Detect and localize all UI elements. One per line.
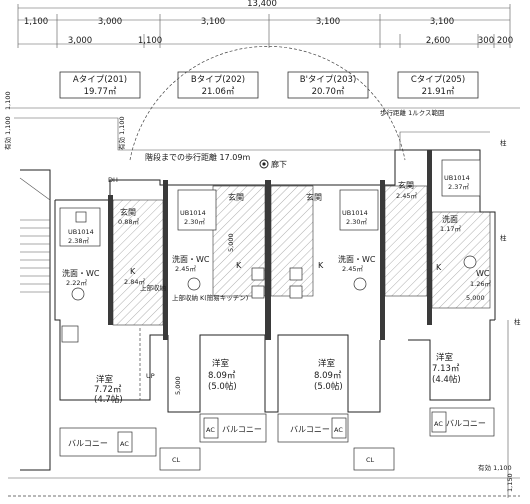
c-western-area: 7.13㎡ [432, 364, 460, 374]
pole-label-2: 柱 [500, 233, 507, 242]
type-b-area: 21.06㎡ [202, 87, 235, 97]
top-dim-1: 3,000 [98, 17, 122, 27]
c-wc: WC [476, 269, 490, 278]
top-dimensions: 13,400 1,100 3,000 3,100 3,100 3,100 3,0… [17, 0, 513, 48]
c-ub-label: UB1014 [444, 174, 470, 182]
a-western-area: 7.72㎡ [94, 385, 122, 395]
c-wash-area: 1.17㎡ [440, 224, 461, 233]
unit-type-legend: Aタイプ(201) 19.77㎡ Bタイプ(202) 21.06㎡ B'タイプ(… [59, 71, 479, 99]
b-kitchen: K [236, 261, 242, 270]
pole-label-3: 柱 [514, 317, 521, 326]
setback-inner: 有効 1,100 [117, 116, 126, 150]
walk-distance: 階段までの歩行距離 17.09m [145, 152, 250, 162]
range-label: 歩行距離 1ルクス範囲 [380, 108, 445, 117]
bp-kitchen: K [318, 261, 324, 270]
a-kitchen-area: 2.84㎡ [124, 277, 145, 286]
balconies: バルコニー AC バルコニー AC バルコニー AC バルコニー AC [59, 407, 495, 457]
type-a-area: 19.77㎡ [84, 87, 117, 97]
top-dim-3: 3,100 [316, 17, 340, 27]
unit-bprime: UB1014 2.30㎡ 玄関 洗面・WC 2.45㎡ K 洋室 8.09㎡ (… [289, 189, 379, 392]
bp-western: 洋室 [318, 358, 336, 369]
b-ub-area: 2.30㎡ [184, 217, 205, 226]
bp-entrance: 玄関 [306, 192, 322, 202]
left-dim: 1,100 [4, 91, 12, 110]
type-c-area: 21.91㎡ [422, 87, 455, 97]
ac-bp: AC [334, 426, 343, 434]
a-western-jo: (4.7帖) [94, 394, 123, 405]
c-ub-area: 2.37㎡ [448, 182, 469, 191]
balcony-c: バルコニー [446, 419, 486, 428]
second-dim-1: 1,100 [138, 36, 162, 46]
second-dim-4: 200 [497, 36, 513, 46]
b-kitchen-line: K(簡易キッチン) [200, 293, 248, 302]
pole-label-1: 柱 [500, 138, 507, 147]
c-washroom: 洗面 [442, 214, 458, 224]
cl-1: CL [172, 456, 181, 464]
bp-western-jo: (5.0帖) [314, 381, 343, 392]
b-dim: 5,000 [174, 376, 182, 395]
a-ub-area: 2.38㎡ [68, 236, 89, 245]
type-bp-name: B'タイプ(203) [300, 75, 357, 85]
c-wc-area: 1.26㎡ [470, 279, 491, 288]
total-dimension: 13,400 [247, 0, 277, 9]
b-wash-wc: 洗面・WC [172, 254, 210, 264]
type-a-name: Aタイプ(201) [73, 75, 127, 85]
second-dim-2: 2,600 [426, 36, 450, 46]
bp-ub-label: UB1014 [342, 209, 368, 217]
b-western-area: 8.09㎡ [208, 371, 236, 381]
stair [19, 169, 51, 471]
setback-left: 有効 1,100 [3, 116, 12, 150]
a-up: UP [146, 372, 155, 380]
ac-b: AC [206, 426, 215, 434]
b-loft: 上部収納 [172, 293, 198, 302]
a-western: 洋室 [96, 374, 114, 385]
cl-2: CL [366, 456, 375, 464]
c-entrance: 玄関 [398, 180, 414, 190]
b-entrance: 玄関 [228, 192, 244, 202]
balcony-b: バルコニー [222, 425, 262, 434]
top-dim-4: 3,100 [430, 17, 454, 27]
balcony-bp: バルコニー [290, 425, 330, 434]
b-dim-vert: 5,000 [227, 233, 235, 252]
a-entrance: 玄関 [120, 207, 136, 217]
right-dim: 1,150 [506, 473, 514, 492]
second-dim-0: 3,000 [68, 36, 92, 46]
corridor-label: 廊下 [271, 159, 287, 169]
b-western: 洋室 [212, 358, 230, 369]
c-dim: 5,000 [466, 294, 485, 302]
a-entrance-area: 0.88㎡ [118, 217, 139, 226]
b-western-jo: (5.0帖) [208, 381, 237, 392]
a-wash-wc: 洗面・WC [62, 268, 100, 278]
c-entrance-area: 2.45㎡ [396, 191, 417, 200]
balcony-a: バルコニー [68, 439, 108, 448]
setback-right: 有効 1,100 [478, 463, 512, 472]
unit-c: UB1014 2.37㎡ 玄関 2.45㎡ 洗面 1.17㎡ K WC 1.26… [396, 159, 491, 385]
a-kitchen: K [130, 267, 136, 276]
bp-ub-area: 2.30㎡ [346, 217, 367, 226]
unit-a: UB1014 2.38㎡ 玄関 0.88㎡ 洗面・WC 2.22㎡ K 2.84… [59, 207, 166, 405]
ac-c: AC [434, 420, 443, 428]
bp-wash-wc: 洗面・WC [338, 254, 376, 264]
c-western-jo: (4.4帖) [432, 374, 461, 385]
top-dim-0: 1,100 [24, 17, 48, 27]
a-loft: 上部収納 [140, 283, 166, 292]
a-wc-area: 2.22㎡ [66, 278, 87, 287]
ac-a: AC [120, 440, 129, 448]
c-western: 洋室 [436, 352, 454, 363]
a-ub-label: UB1014 [68, 228, 94, 236]
b-k-area: 2.45㎡ [175, 264, 196, 273]
bp-western-area: 8.09㎡ [314, 371, 342, 381]
second-dim-3: 300 [478, 36, 494, 46]
top-dim-2: 3,100 [201, 17, 225, 27]
type-c-name: Cタイプ(205) [411, 75, 465, 85]
closets: CL CL [159, 447, 395, 471]
type-bp-area: 20.70㎡ [312, 87, 345, 97]
type-b-name: Bタイプ(202) [191, 75, 245, 85]
bp-k-area: 2.45㎡ [342, 264, 363, 273]
range-arc [129, 45, 406, 161]
b-ub-label: UB1014 [180, 209, 206, 217]
unit-b: UB1014 2.30㎡ 玄関 洗面・WC 2.45㎡ K 上部収納 K(簡易キ… [172, 189, 265, 395]
c-kitchen: K [436, 263, 442, 272]
